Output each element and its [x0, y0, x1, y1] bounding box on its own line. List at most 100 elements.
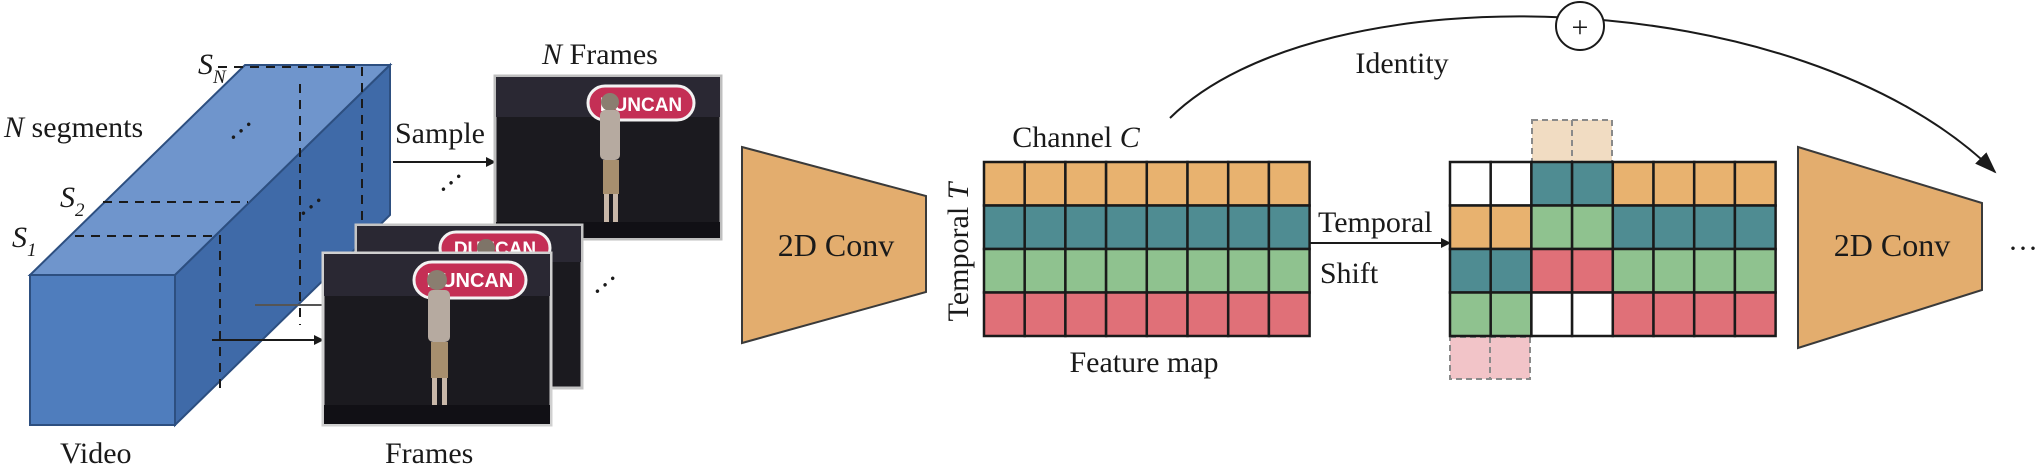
feature-map-cell-r0-c4 [1145, 160, 1189, 207]
feature-map-cell-r3-c4 [1145, 291, 1189, 338]
frame-sign-text-n: DUNCAN [600, 95, 682, 116]
frames-dots-right: ··· [583, 263, 627, 308]
conv2d-trapezoid-1 [741, 145, 927, 345]
feature-map-grid [982, 160, 1311, 338]
feature-map-cell-r1-c6 [1226, 204, 1271, 251]
conv2d-block-1: 2D Conv [741, 145, 927, 345]
shifted-cell-r3-c4 [1611, 291, 1655, 338]
shifted-cell-r2-c7 [1733, 247, 1777, 294]
identity-plus-circle [1555, 1, 1605, 51]
shifted-cell-r0-c5 [1652, 160, 1696, 207]
feature-map-cell-r3-c3 [1104, 291, 1149, 338]
feature-map-caption: Feature map [1069, 346, 1218, 379]
shifted-cell-r3-c6 [1692, 291, 1737, 338]
feature-map-cell-r3-c7 [1267, 291, 1311, 338]
feature-map-cell-r3-c6 [1226, 291, 1271, 338]
feature-map-cell-r3-c5 [1186, 291, 1230, 338]
shifted-cell-r0-c3 [1570, 160, 1615, 207]
feature-map-cell-r3-c2 [1064, 291, 1108, 338]
shifted-grid [1448, 160, 1777, 338]
sample-label: Sample [395, 117, 485, 150]
feature-map: Channel C Temporal T Feature map [942, 121, 1311, 379]
segment-label-s2: S2 [60, 181, 85, 221]
shifted-cell-r1-c5 [1652, 204, 1696, 251]
shifted-cell-r2-c5 [1652, 247, 1696, 294]
feature-map-cell-r2-c1 [1023, 247, 1067, 294]
feature-map-cell-r2-c7 [1267, 247, 1311, 294]
feature-map-cell-r2-c5 [1186, 247, 1230, 294]
shifted-cell-r1-c2 [1530, 204, 1574, 251]
conv2d-label-2: 2D Conv [1834, 227, 1950, 263]
frame-sign-1 [412, 260, 528, 300]
frame-n: DUNCAN [493, 74, 723, 241]
video-front-face [29, 274, 176, 426]
shifted-cell-r3-c2 [1530, 291, 1574, 338]
temporal-shift-label-2: Shift [1320, 257, 1379, 290]
feature-map-cell-r1-c5 [1186, 204, 1230, 251]
shifted-cell-r3-c7 [1733, 291, 1777, 338]
segment-label-sn: SN [198, 48, 227, 88]
sampling-section: Sample ··· ··· N Frames Frames DUNCAN DU… [212, 38, 723, 465]
video-label: Video [60, 437, 132, 465]
identity-plus-sign: + [1572, 11, 1589, 44]
feature-map-cell-r0-c1 [1023, 160, 1067, 207]
temporal-shift-label-1: Temporal [1318, 206, 1433, 239]
n-segments-label: N segments [3, 111, 143, 144]
feature-map-cell-r0-c3 [1104, 160, 1149, 207]
feature-map-cell-r1-c0 [982, 204, 1026, 251]
shifted-cell-r3-c3 [1570, 291, 1615, 338]
shifted-cell-r2-c6 [1692, 247, 1737, 294]
shifted-cell-r1-c3 [1570, 204, 1615, 251]
feature-map-cell-r2-c4 [1145, 247, 1189, 294]
shifted-cell-r0-c7 [1733, 160, 1777, 207]
shifted-cell-r2-c4 [1611, 247, 1655, 294]
feature-map-cell-r1-c2 [1064, 204, 1108, 251]
feature-map-cell-r0-c2 [1064, 160, 1108, 207]
frame-sign-text-1: DUNCAN [427, 270, 514, 292]
conv2d-block-2: 2D Conv [1797, 145, 1983, 350]
temporal-label: Temporal T [942, 180, 975, 321]
feature-map-cell-r3-c1 [1023, 291, 1067, 338]
feature-map-cell-r2-c6 [1226, 247, 1271, 294]
feature-map-cell-r1-c4 [1145, 204, 1189, 251]
temporal-shift-step: Temporal Shift [1310, 206, 1451, 290]
video-block: ··· ··· SN S2 S1 N segments Video [3, 48, 393, 465]
shifted-feature-map [1448, 119, 1777, 380]
shifted-cell-r0-c4 [1611, 160, 1655, 207]
identity-label: Identity [1355, 47, 1448, 80]
shifted-cell-r3-c0 [1448, 291, 1492, 338]
feature-map-cell-r0-c0 [982, 160, 1026, 207]
feature-map-cell-r2-c2 [1064, 247, 1108, 294]
feature-map-cell-r0-c6 [1226, 160, 1271, 207]
shifted-cell-r2-c3 [1570, 247, 1615, 294]
feature-map-cell-r2-c0 [982, 247, 1026, 294]
channel-label: Channel C [1012, 121, 1140, 154]
segment-label-s1: S1 [12, 221, 37, 261]
feature-map-cell-r1-c3 [1104, 204, 1149, 251]
frames-label: Frames [385, 437, 473, 465]
conv2d-trapezoid-2 [1797, 145, 1983, 350]
feature-map-cell-r3-c0 [982, 291, 1026, 338]
shifted-cell-r1-c1 [1489, 204, 1533, 251]
shifted-cell-r0-c2 [1530, 160, 1574, 207]
conv2d-label-1: 2D Conv [778, 227, 894, 263]
shifted-cell-r0-c1 [1489, 160, 1533, 207]
feature-map-cell-r0-c7 [1267, 160, 1311, 207]
shifted-cell-r2-c1 [1489, 247, 1533, 294]
feature-map-cell-r1-c1 [1023, 204, 1067, 251]
frame-1: DUNCAN [321, 251, 553, 427]
shifted-cell-r0-c6 [1692, 160, 1737, 207]
shifted-cell-r3-c1 [1489, 291, 1533, 338]
shifted-cell-r1-c7 [1733, 204, 1777, 251]
shifted-cell-r3-c5 [1652, 291, 1696, 338]
feature-map-cell-r0-c5 [1186, 160, 1230, 207]
shifted-cell-r1-c6 [1692, 204, 1737, 251]
feature-map-cell-r2-c3 [1104, 247, 1149, 294]
shifted-cell-r0-c0 [1448, 160, 1492, 207]
shifted-cell-r2-c0 [1448, 247, 1492, 294]
identity-connection: + Identity [1169, 1, 1997, 174]
shifted-cell-r1-c0 [1448, 204, 1492, 251]
segment-dividers [75, 66, 363, 390]
shifted-cell-r2-c2 [1530, 247, 1574, 294]
